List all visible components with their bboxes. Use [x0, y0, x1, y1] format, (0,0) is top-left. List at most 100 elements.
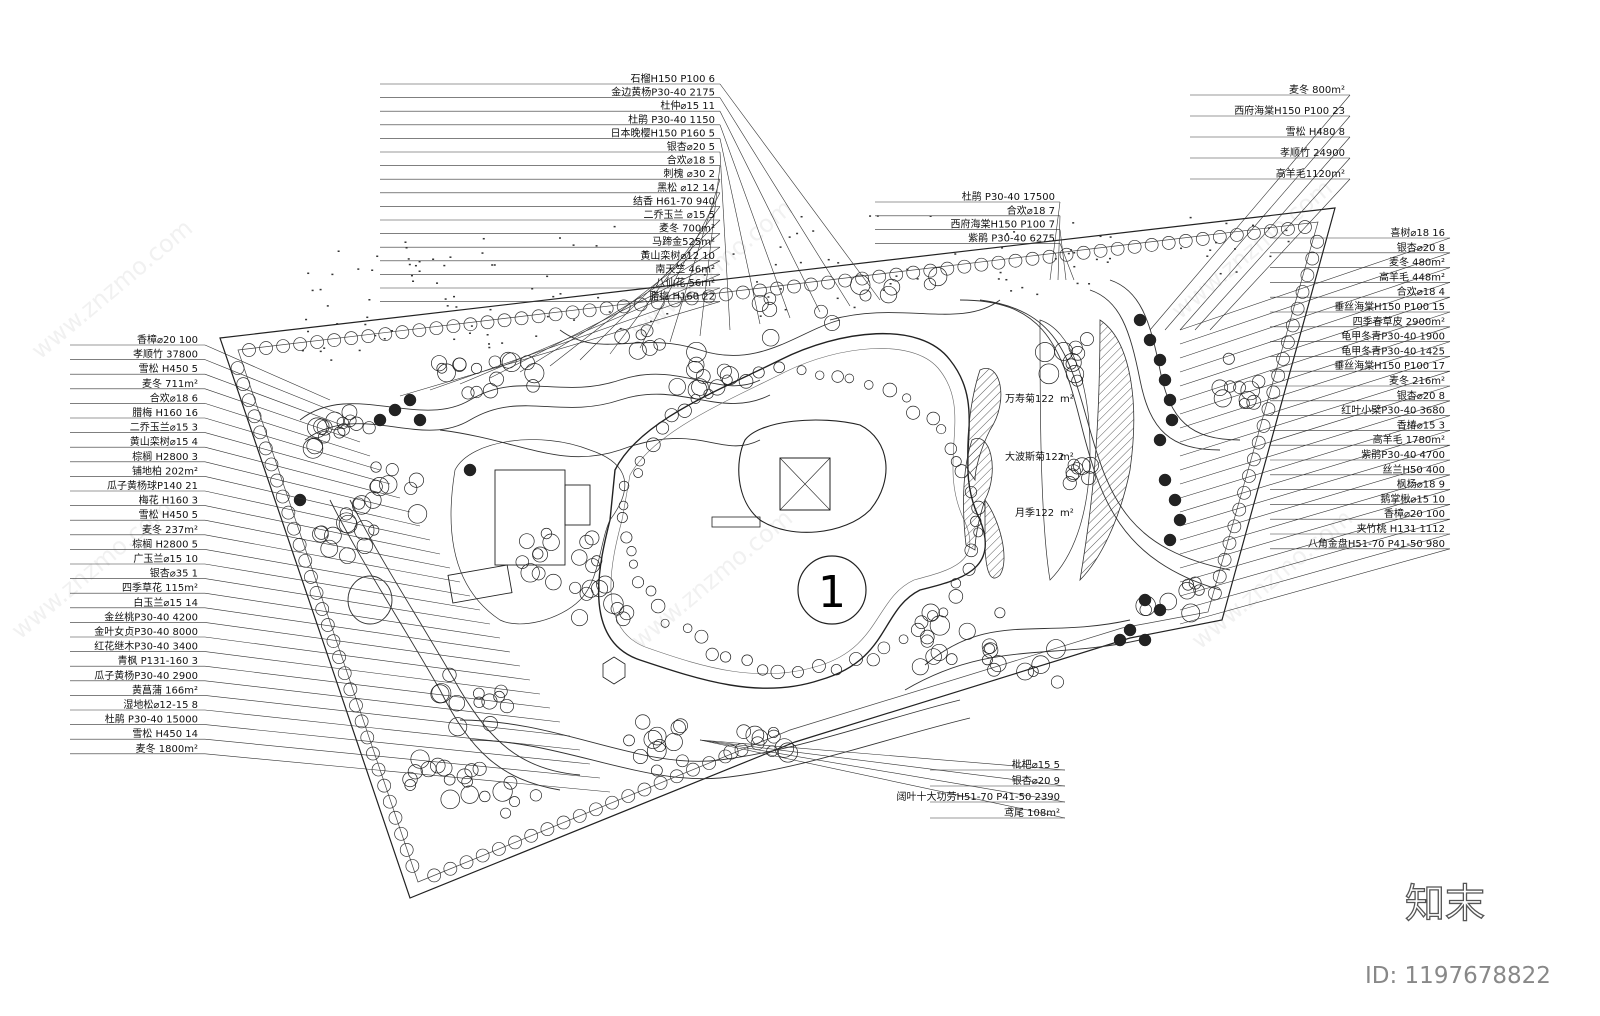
- perimeter-tree-symbol: [1290, 301, 1305, 316]
- label-leader: [1149, 94, 1351, 331]
- plant-label: 麦冬 237m²: [142, 523, 198, 536]
- label-leader: [1059, 243, 1075, 281]
- plant-label: 杜鹃 P30-40 15000: [105, 713, 198, 726]
- grass-mark: [558, 237, 561, 239]
- tree-symbol: [407, 504, 428, 524]
- tree-symbol: [777, 742, 798, 763]
- perimeter-tree-symbol: [582, 303, 597, 318]
- perimeter-tree-symbol: [337, 666, 352, 681]
- perimeter-tree-symbol: [1008, 253, 1023, 268]
- grass-mark: [1099, 235, 1102, 238]
- perimeter-tree-symbol: [412, 323, 427, 338]
- tree-symbol: [1080, 332, 1094, 347]
- plant-label: 雪松 H450 5: [139, 362, 198, 375]
- tree-symbol: [488, 355, 502, 369]
- tree-symbol: [1240, 380, 1260, 401]
- gazebo: [602, 656, 626, 685]
- tree-symbol: [410, 749, 430, 769]
- tree-symbol: [585, 558, 600, 573]
- perimeter-tree-symbol: [821, 275, 835, 290]
- image-id: ID: 1197678822: [1365, 963, 1551, 989]
- plant-label: 青枫 P131-160 3: [117, 654, 198, 667]
- dark-tree-symbol: [413, 413, 427, 427]
- label-leader: [399, 301, 721, 397]
- perimeter-tree-symbol: [327, 333, 342, 347]
- shrub-symbol: [906, 405, 921, 420]
- tree-symbol: [470, 362, 483, 374]
- perimeter-tree-symbol: [753, 283, 767, 298]
- grass-mark: [759, 315, 762, 317]
- shrub-symbol: [620, 531, 633, 544]
- grass-mark: [595, 245, 598, 247]
- grass-mark: [1209, 249, 1212, 251]
- label-leader: [204, 519, 451, 569]
- zone-label-marigold-unit: m²: [1060, 394, 1074, 405]
- tree-symbol: [614, 328, 630, 345]
- perimeter-tree-symbol: [309, 586, 324, 600]
- plant-label: 合欢⌀18 7: [1007, 204, 1055, 217]
- tree-symbol: [591, 555, 603, 567]
- shrub-symbol: [844, 373, 855, 384]
- perimeter-tree-symbol: [349, 698, 363, 713]
- grass-mark: [481, 252, 484, 254]
- perimeter-tree-symbol: [259, 341, 273, 355]
- grass-mark: [837, 262, 840, 264]
- tree-symbol: [716, 363, 732, 379]
- shrub-symbol: [796, 365, 807, 376]
- tree-symbol: [339, 507, 353, 521]
- grass-mark: [559, 293, 562, 295]
- perimeter-tree-symbol: [1251, 435, 1266, 450]
- tree-symbol: [736, 724, 752, 739]
- west-building: [447, 469, 591, 604]
- dark-tree-symbol: [1163, 393, 1177, 407]
- tree-symbol: [1038, 363, 1060, 385]
- tree-symbol: [763, 292, 777, 305]
- grass-mark: [1005, 278, 1008, 281]
- tree-symbol: [921, 603, 940, 622]
- grass-mark: [493, 264, 496, 266]
- grass-mark: [1206, 255, 1209, 257]
- tree-symbol: [431, 355, 448, 372]
- grass-mark: [410, 274, 413, 277]
- tree-symbol: [509, 796, 520, 808]
- plant-label: 腊梅 H160 16: [132, 406, 198, 419]
- dark-tree-symbol: [1158, 473, 1172, 487]
- lake-island: [738, 419, 887, 533]
- grass-mark: [784, 308, 787, 311]
- tree-symbol: [473, 687, 485, 700]
- shrub-symbol: [927, 610, 938, 621]
- label-leader: [1179, 370, 1451, 457]
- plant-label: 麦冬 711m²: [142, 377, 198, 390]
- shrub-symbol: [694, 629, 709, 644]
- tree-symbol: [945, 653, 958, 665]
- grass-mark: [1054, 258, 1057, 260]
- perimeter-tree-symbol: [293, 337, 307, 351]
- tree-symbol: [723, 744, 739, 760]
- grass-mark: [788, 236, 791, 238]
- shrub-symbol: [902, 393, 912, 403]
- plant-label: 高羊毛 1780m²: [1373, 433, 1445, 446]
- plant-label: 喜树⌀18 16: [1390, 226, 1445, 239]
- tree-symbol: [515, 555, 530, 569]
- tree-symbol: [1050, 675, 1064, 689]
- perimeter-tree-symbol: [443, 861, 458, 876]
- grass-mark: [449, 256, 452, 258]
- shrub-symbol: [660, 618, 670, 628]
- tree-symbol: [408, 472, 424, 488]
- label-leader: [699, 739, 1066, 771]
- perimeter-tree-row: [230, 220, 1324, 883]
- tree-symbol: [364, 491, 382, 509]
- tree-symbol: [302, 438, 324, 459]
- shrub-symbol: [738, 374, 754, 389]
- shrub-symbol: [741, 654, 753, 666]
- tree-symbol: [494, 684, 508, 698]
- perimeter-tree-symbol: [1208, 586, 1222, 601]
- perimeter-tree-symbol: [736, 285, 750, 300]
- grass-mark: [383, 338, 386, 340]
- tree-symbol: [989, 655, 1007, 673]
- grass-mark: [366, 316, 369, 319]
- grass-mark: [319, 288, 322, 291]
- grass-mark: [336, 323, 339, 325]
- tree-symbol: [883, 278, 901, 296]
- tree-symbol: [1068, 340, 1083, 355]
